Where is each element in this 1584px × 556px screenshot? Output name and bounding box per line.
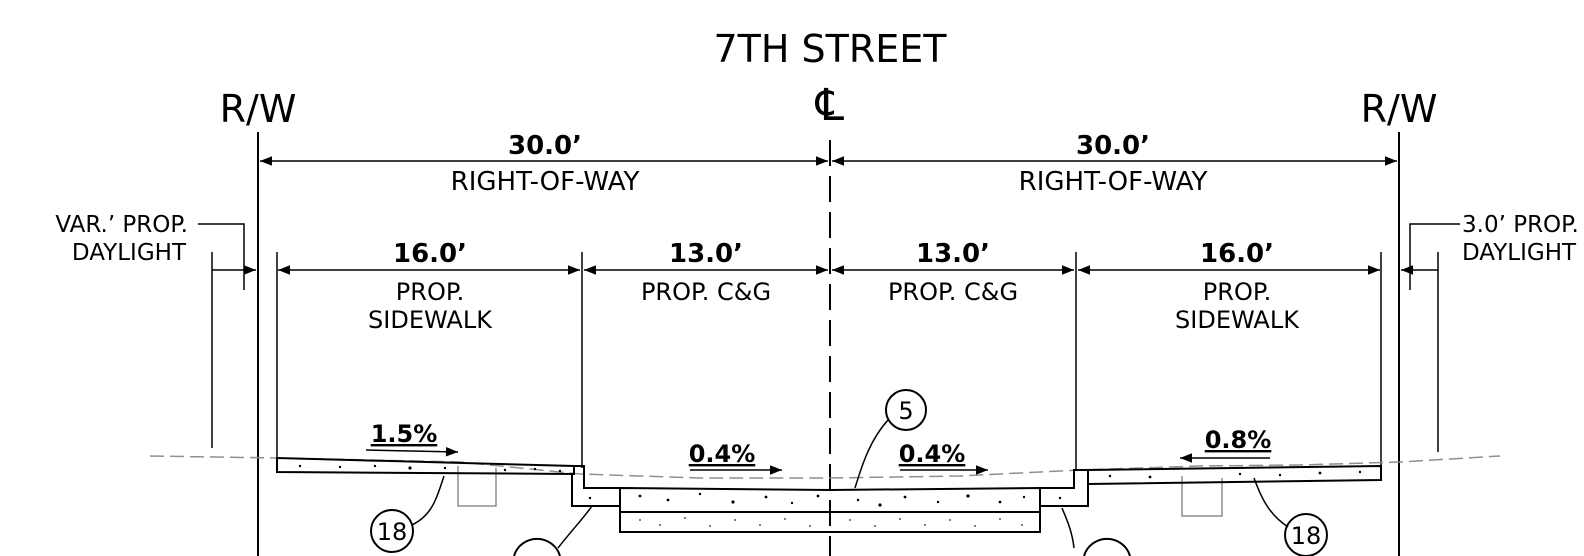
row-dim-right: 30.0’ — [1076, 131, 1150, 161]
callout-18-left: 18 — [377, 518, 408, 546]
callout-circle-5 — [885, 389, 927, 431]
callout-18-right: 18 — [1291, 522, 1322, 550]
road-slope-right: 0.4% — [899, 440, 966, 468]
existing-structure-left — [457, 466, 497, 507]
daylight-leader-right — [1409, 223, 1460, 290]
daylight-label-left-1: VAR.’ PROP. — [55, 212, 188, 238]
rw-left-label: R/W — [220, 87, 297, 131]
concrete-stipple — [298, 464, 1362, 507]
pavement-base-layer — [619, 511, 1041, 533]
sidewalk-label-left-2: SIDEWALK — [368, 306, 493, 334]
callout-partial-left — [513, 537, 561, 556]
callout-5-leader — [854, 419, 889, 489]
sidewalk-dim-left-text: 16.0’ — [393, 239, 467, 269]
sidewalk-slope-arrow-left — [365, 446, 459, 457]
row-dim-left: 30.0’ — [508, 131, 582, 161]
road-slope-left: 0.4% — [689, 440, 756, 468]
cg-label-left: PROP. C&G — [641, 278, 771, 306]
callout-18-left-leader — [411, 475, 445, 526]
callout-circle-18-right — [1284, 513, 1328, 556]
sidewalk-label-left-1: PROP. — [396, 278, 464, 306]
daylight-leader-left — [198, 223, 245, 290]
callout-18-right-leader — [1253, 477, 1289, 528]
centerline-symbol: ℄ — [815, 80, 845, 131]
daylight-label-right-1: 3.0’ PROP. — [1462, 212, 1579, 238]
pavement-surface-layer — [619, 486, 1041, 513]
daylight-label-left-2: DAYLIGHT — [72, 240, 187, 266]
base-stipple — [639, 517, 1023, 527]
existing-structure-right — [1181, 476, 1223, 517]
street-title: 7TH STREET — [713, 27, 947, 71]
curb-gutter-right — [1040, 469, 1089, 507]
cg-dim-right-text: 13.0’ — [916, 239, 990, 269]
sidewalk-slab-left — [276, 456, 575, 476]
sidewalk-slab-right — [1087, 464, 1382, 486]
curb-gutter-left — [571, 465, 621, 507]
sidewalk-dim-right-text: 16.0’ — [1200, 239, 1274, 269]
row-label-left: RIGHT-OF-WAY — [451, 167, 640, 197]
sidewalk-label-right-1: PROP. — [1203, 278, 1271, 306]
sidewalk-slope-left: 1.5% — [371, 420, 438, 448]
row-label-right: RIGHT-OF-WAY — [1019, 167, 1208, 197]
cg-dim-left-text: 13.0’ — [669, 239, 743, 269]
sidewalk-label-right-2: SIDEWALK — [1175, 306, 1300, 334]
callout-5: 5 — [898, 397, 913, 425]
cg-label-right: PROP. C&G — [888, 278, 1018, 306]
callout-partial-right — [1083, 537, 1131, 556]
callout-circle-18-left — [370, 509, 414, 553]
sidewalk-slope-right: 0.8% — [1205, 426, 1272, 454]
callout-partial-right-leader — [1061, 507, 1075, 549]
rw-right-label: R/W — [1361, 87, 1438, 131]
callout-partial-left-leader — [557, 505, 593, 549]
daylight-label-right-2: DAYLIGHT — [1462, 240, 1577, 266]
